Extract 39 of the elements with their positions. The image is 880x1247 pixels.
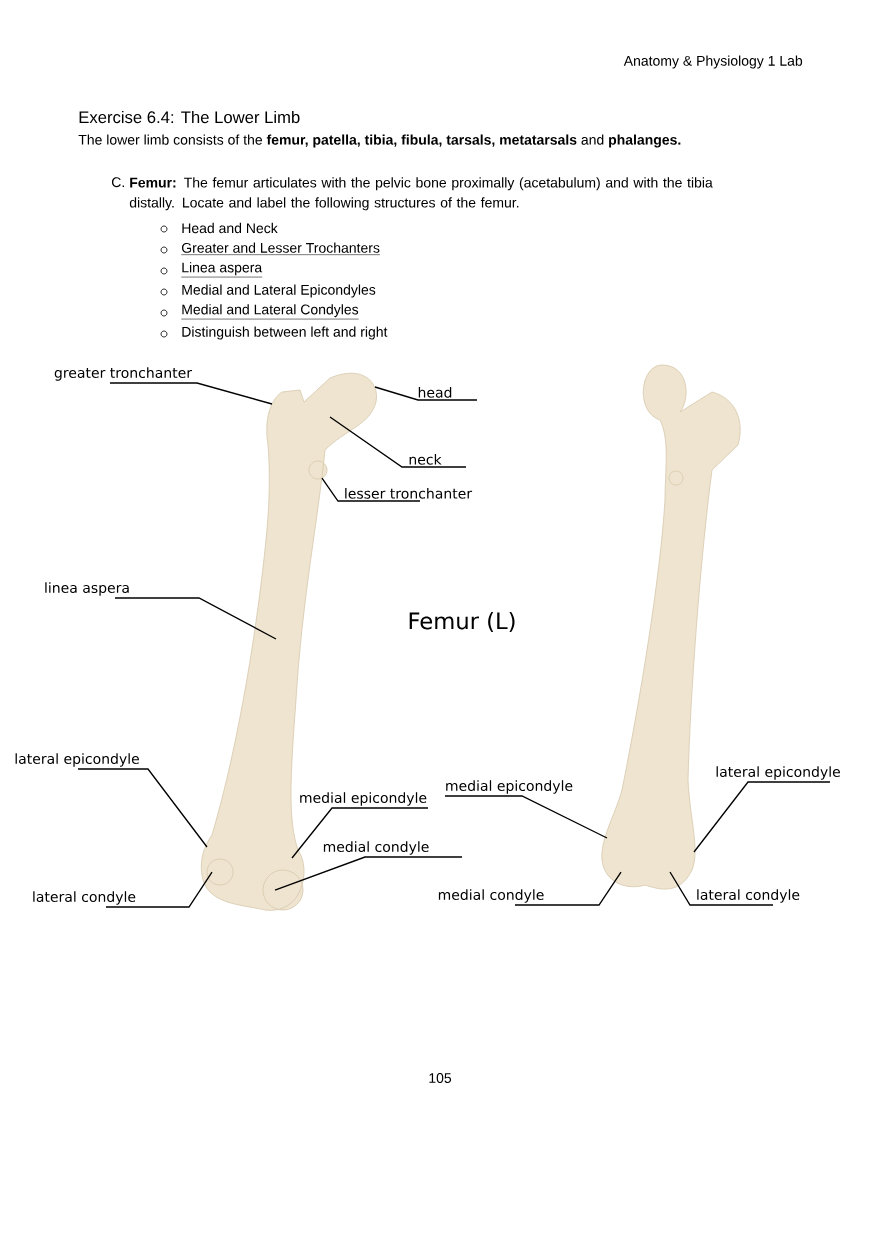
leader-line xyxy=(321,477,421,502)
leader-line xyxy=(291,807,429,859)
part-label: neck xyxy=(409,453,442,465)
list-item: Head and Neck xyxy=(182,222,278,234)
leader-line xyxy=(669,871,774,906)
part-label: lateral epicondyle xyxy=(15,753,139,767)
part-label: lateral condyle xyxy=(33,891,136,905)
leader-line xyxy=(444,795,608,839)
list-item: Medial and Lateral Epicondyles xyxy=(182,284,376,298)
leader-line xyxy=(374,386,478,401)
part-label: lateral epicondyle xyxy=(716,766,840,780)
leader-line xyxy=(109,382,273,405)
section-letter: C. xyxy=(112,177,124,188)
figure-title: Femur (L) xyxy=(409,611,515,633)
exercise-title: Exercise 6.4: The Lower Limb xyxy=(79,110,300,124)
part-label: linea aspera xyxy=(45,582,129,596)
instruction-text: Femur: The femur articulates with the pelvic bone proximally (acetabulum) and with the tibia distally. Locate and label the following structures of the femur. xyxy=(129,177,713,211)
list-item: Greater and Lesser Trochanters xyxy=(181,242,381,255)
leader-line xyxy=(114,597,277,640)
intro-text: The lower limb consists of the femur, patella, tibia, fibula, tarsals, metatarsals and phalanges. xyxy=(78,134,681,148)
list-item: Distinguish between left and right xyxy=(182,326,388,340)
page-header: Anatomy & Physiology 1 Lab xyxy=(623,55,803,69)
part-label: medial condyle xyxy=(438,889,544,903)
part-label: lesser tronchanter xyxy=(345,487,473,499)
leader-line xyxy=(274,856,463,891)
list-item: Medial and Lateral Condyles xyxy=(181,304,359,320)
list-item: Linea aspera xyxy=(181,262,263,278)
page-number: 105 xyxy=(429,1073,452,1083)
leader-line xyxy=(693,781,831,853)
part-label: medial condyle xyxy=(323,841,429,855)
leader-line xyxy=(77,768,208,848)
part-label: lateral condyle xyxy=(697,889,800,903)
leader-line xyxy=(514,871,622,906)
part-label: medial epicondyle xyxy=(300,792,427,806)
part-label: greater tronchanter xyxy=(54,367,193,381)
leader-line xyxy=(329,416,467,468)
leader-line xyxy=(105,871,213,908)
part-label: medial epicondyle xyxy=(446,780,573,794)
part-label: head xyxy=(418,386,452,398)
